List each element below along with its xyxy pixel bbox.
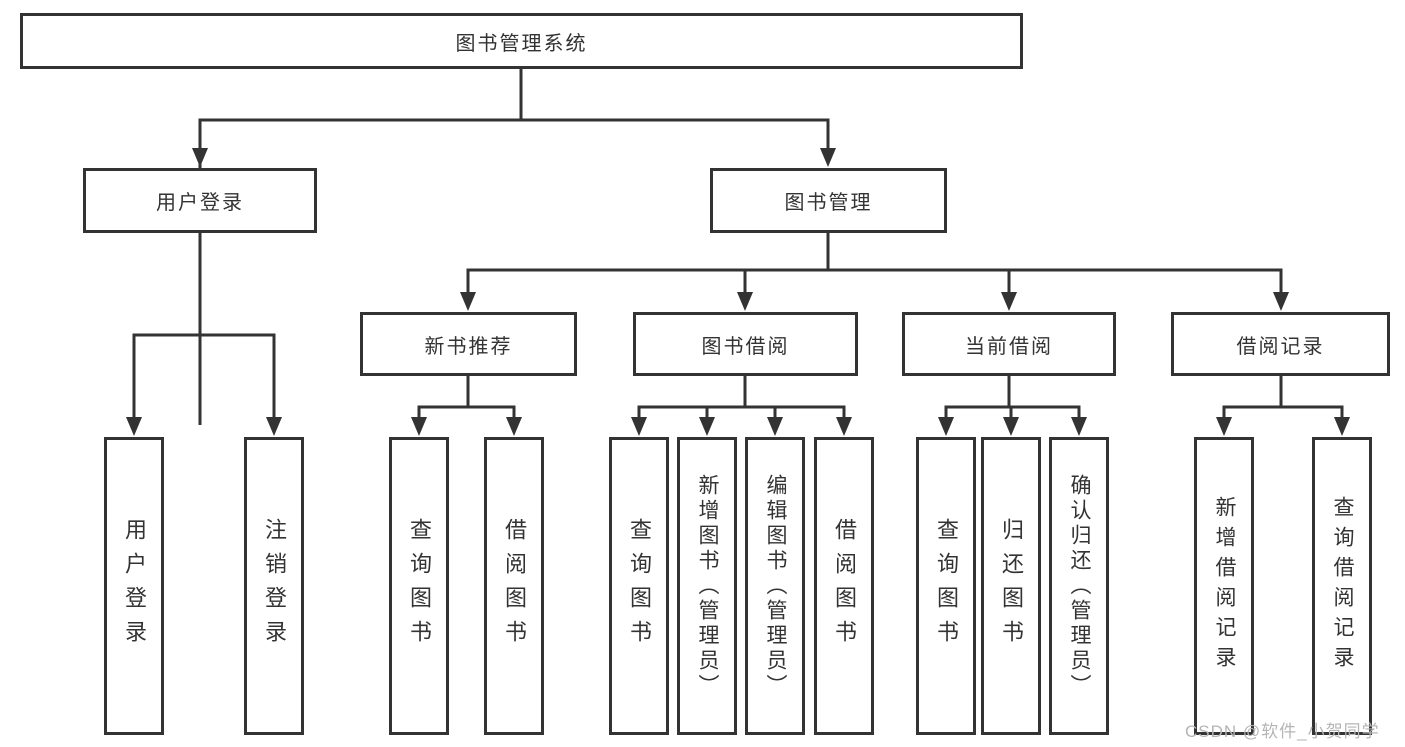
leaf-borrowing-borrow-books: 借阅图书 [814,437,874,735]
node-label: 编辑图书（管理员） [764,473,787,699]
node-label: 确认归还（管理员） [1068,473,1091,699]
leaf-recommend-borrow-books: 借阅图书 [484,437,544,735]
node-library-management-system: 图书管理系统 [20,13,1023,69]
leaf-recommend-query-books: 查询图书 [389,437,449,735]
node-new-book-recommendation: 新书推荐 [360,312,577,376]
node-label: 注销登录 [262,518,287,654]
node-label: 查询图书 [407,518,432,654]
node-label: 新增借阅记录 [1213,496,1236,676]
leaf-borrowing-edit-books-admin: 编辑图书（管理员） [745,437,805,735]
node-user-login: 用户登录 [83,168,317,233]
node-current-borrowing: 当前借阅 [902,312,1116,376]
node-label: 图书借阅 [701,335,790,358]
node-label: 查询图书 [934,518,959,654]
node-label: 归还图书 [999,518,1024,654]
node-label: 查询图书 [627,518,652,654]
node-label: 新书推荐 [424,335,513,358]
leaf-current-return-books: 归还图书 [981,437,1041,735]
node-label: 借阅图书 [832,518,857,654]
node-label: 当前借阅 [965,335,1053,358]
node-borrowing-records: 借阅记录 [1171,312,1390,376]
leaf-current-confirm-return-admin: 确认归还（管理员） [1049,437,1109,735]
node-label: 查询借阅记录 [1331,496,1354,676]
node-label: 借阅记录 [1236,335,1325,358]
leaf-borrowing-query-books: 查询图书 [609,437,669,735]
leaf-user-login: 用户登录 [104,437,164,735]
node-label: 用户登录 [156,192,244,214]
leaf-logout: 注销登录 [244,437,304,735]
arrowhead-icons [126,148,1350,436]
node-label: 新增图书（管理员） [696,473,719,699]
node-label: 借阅图书 [502,518,527,654]
node-book-management: 图书管理 [710,168,947,233]
node-label: 图书管理 [784,192,873,214]
node-label: 用户登录 [122,518,147,654]
leaf-records-add-borrow-record: 新增借阅记录 [1194,437,1254,735]
leaf-records-query-borrow-record: 查询借阅记录 [1312,437,1372,735]
node-label: 图书管理系统 [455,32,588,55]
node-book-borrowing: 图书借阅 [633,312,858,376]
csdn-watermark: CSDN @软件_小贺同学 [1185,722,1380,741]
leaf-current-query-books: 查询图书 [916,437,976,735]
leaf-borrowing-add-books-admin: 新增图书（管理员） [677,437,737,735]
